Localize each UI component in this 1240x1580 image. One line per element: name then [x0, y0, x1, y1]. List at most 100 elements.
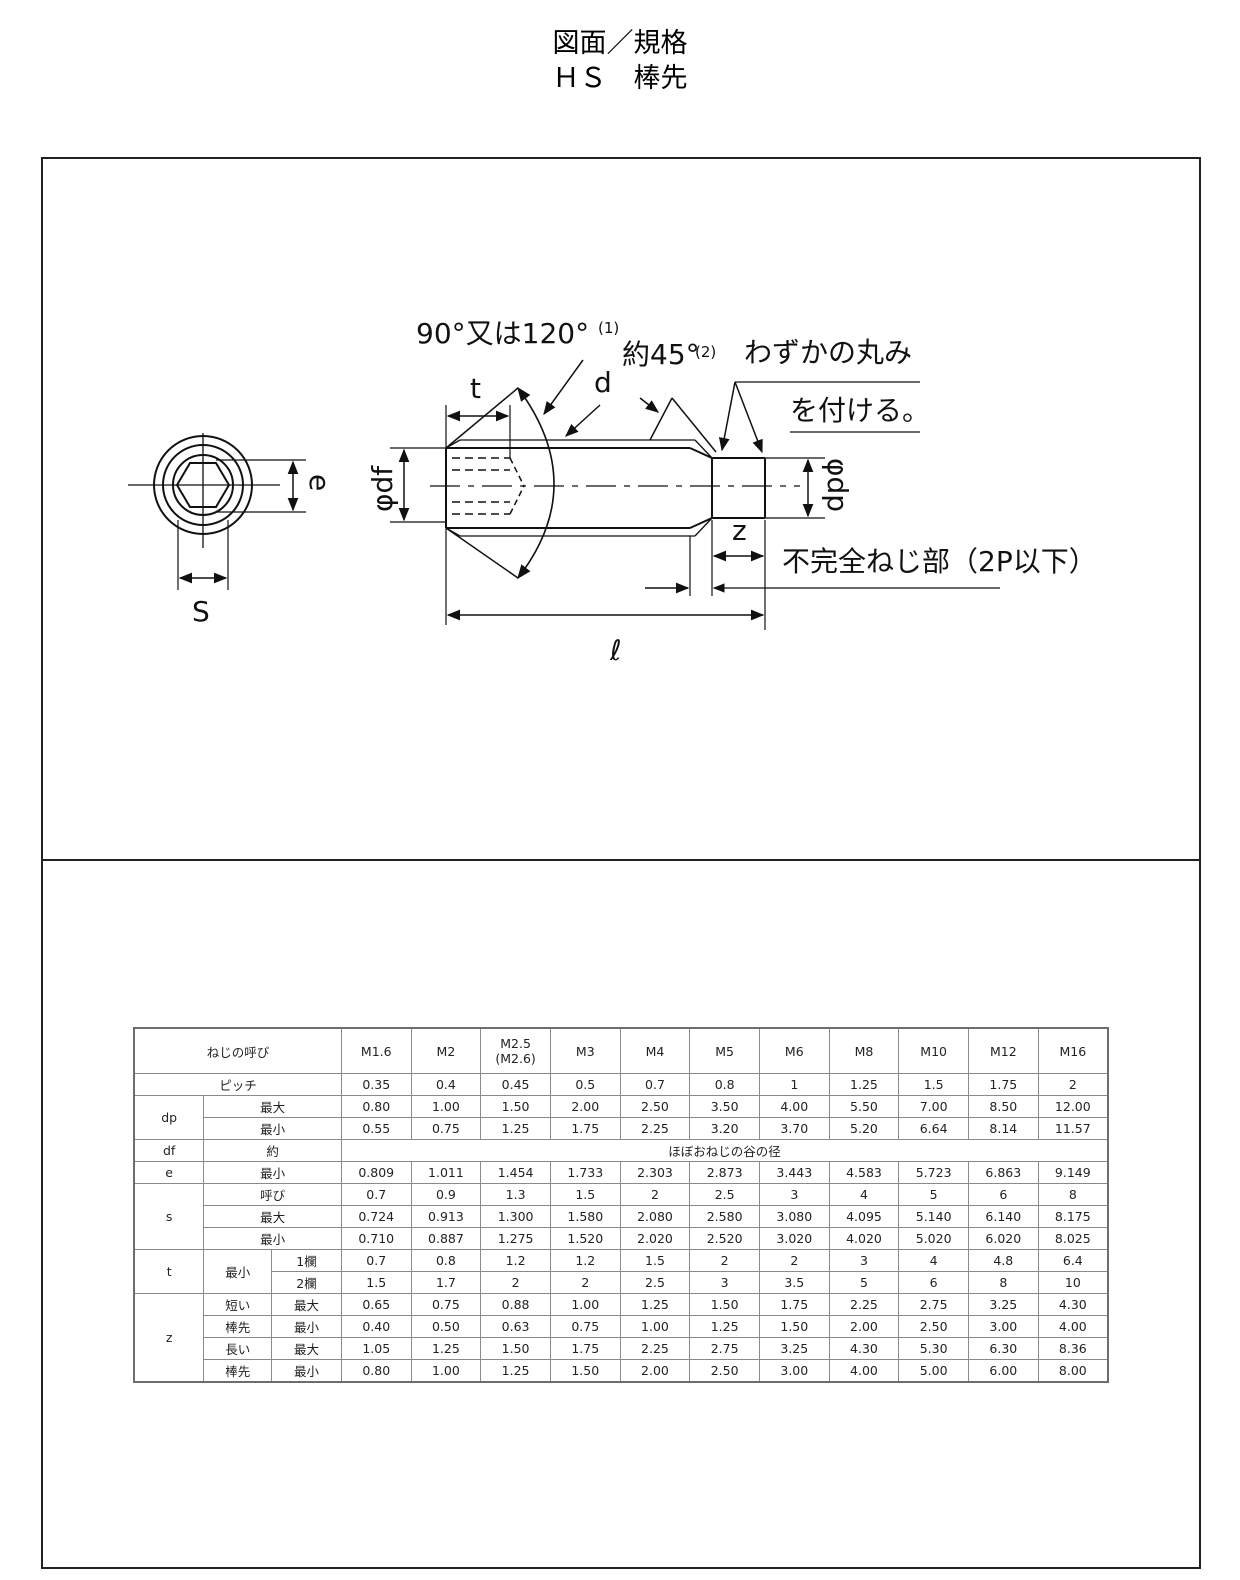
table-cell: 5: [828, 1271, 900, 1294]
table-cell: 1.25: [689, 1315, 760, 1338]
row-label: 最小: [271, 1359, 342, 1383]
head-label: ねじの呼び: [133, 1027, 342, 1074]
table-cell: 3.5: [758, 1271, 830, 1294]
table-cell: 5.020: [898, 1227, 969, 1250]
row-label: 長い: [203, 1337, 273, 1360]
table-cell: 1.2: [549, 1249, 621, 1272]
table-cell: 1.733: [549, 1161, 621, 1184]
table-cell: 2.75: [898, 1293, 969, 1316]
table-cell: 2.5: [619, 1271, 691, 1294]
table-cell: 12.00: [1037, 1095, 1109, 1118]
table-cell: 1.75: [549, 1117, 621, 1140]
table-cell: M4: [619, 1027, 691, 1074]
table-cell: 0.45: [480, 1073, 551, 1096]
table-cell: 1.7: [410, 1271, 482, 1294]
table-cell: 3.00: [758, 1359, 830, 1383]
table-cell: 0.8: [689, 1073, 760, 1096]
title-line-1: 図面／規格: [552, 28, 688, 59]
table-cell: 1.75: [967, 1073, 1039, 1096]
table-cell: 4.00: [1037, 1315, 1109, 1338]
table-cell: 8.50: [967, 1095, 1039, 1118]
table-cell: M16: [1037, 1027, 1109, 1074]
spec-table: ねじの呼び M1.6 M2 M2.5(M2.6) M3 M4 M5 M6 M8 …: [133, 1027, 1109, 1383]
table-cell: 0.75: [549, 1315, 621, 1338]
table-cell: 3.080: [758, 1205, 830, 1228]
table-cell: 1.5: [549, 1183, 621, 1206]
table-cell: 1: [758, 1073, 830, 1096]
table-cell: 2.25: [828, 1293, 900, 1316]
table-row: df 約 ほぼおねじの谷の径: [133, 1139, 1109, 1162]
table-cell: 0.55: [340, 1117, 412, 1140]
table-cell: 1.75: [758, 1293, 830, 1316]
dp-label: φdp: [821, 458, 854, 512]
table-cell: 0.75: [410, 1293, 482, 1316]
table-cell: M2: [410, 1027, 482, 1074]
technical-drawing: 90°又は120° (1) 約45° (2) わずかの丸み を付ける。 t d …: [128, 317, 1097, 667]
table-cell: 1.3: [480, 1183, 551, 1206]
row-label: 最大: [271, 1293, 342, 1316]
table-cell: 6.863: [967, 1161, 1039, 1184]
table-cell: 1.05: [340, 1337, 412, 1360]
table-cell: 0.5: [549, 1073, 621, 1096]
table-cell: 6.4: [1037, 1249, 1109, 1272]
label-45: 約45°: [622, 338, 700, 371]
table-cell: 1.275: [480, 1227, 551, 1250]
table-cell: 0.40: [340, 1315, 412, 1338]
table-cell: 4.30: [828, 1337, 900, 1360]
row-label: 最大: [203, 1205, 342, 1228]
table-cell: 4.095: [828, 1205, 900, 1228]
round-label: わずかの丸み: [744, 336, 912, 369]
table-cell: 2.50: [689, 1359, 760, 1383]
table-cell: 2.00: [828, 1315, 900, 1338]
row-label: 最小: [203, 1227, 342, 1250]
row-group-label: t: [133, 1249, 205, 1294]
table-cell: 1.50: [480, 1337, 551, 1360]
table-cell: 4.30: [1037, 1293, 1109, 1316]
row-group-label: e: [133, 1161, 205, 1184]
end-view: [128, 433, 306, 590]
table-cell: 2: [619, 1183, 691, 1206]
note-2: (2): [695, 343, 716, 361]
table-cell: M2.5(M2.6): [480, 1027, 551, 1074]
table-cell: 0.63: [480, 1315, 551, 1338]
table-cell: 3: [758, 1183, 830, 1206]
table-cell: 3.70: [758, 1117, 830, 1140]
table-cell: 6.020: [967, 1227, 1039, 1250]
page-title: 図面／規格 ＨＳ 棒先: [0, 26, 1240, 96]
row-label: 棒先: [203, 1315, 273, 1338]
table-cell: M3: [549, 1027, 621, 1074]
table-row: ねじの呼び M1.6 M2 M2.5(M2.6) M3 M4 M5 M6 M8 …: [133, 1027, 1109, 1074]
table-cell: 2.873: [689, 1161, 760, 1184]
row-label: 最小: [203, 1161, 342, 1184]
table-cell: 2.080: [619, 1205, 691, 1228]
table-cell: 5.140: [898, 1205, 969, 1228]
table-cell: 1.454: [480, 1161, 551, 1184]
row-label: 最大: [203, 1095, 342, 1118]
row-group-label: dp: [133, 1095, 205, 1140]
row-group-label: s: [133, 1183, 205, 1250]
table-cell: 2.00: [619, 1359, 691, 1383]
table-cell: 8: [1037, 1183, 1109, 1206]
table-cell: 0.7: [619, 1073, 691, 1096]
table-cell: 2: [1037, 1073, 1109, 1096]
side-view: [390, 359, 1000, 630]
table-cell: 3.443: [758, 1161, 830, 1184]
d-label: d: [594, 366, 612, 399]
table-cell: 10: [1037, 1271, 1109, 1294]
table-cell: 6.00: [967, 1359, 1039, 1383]
table-cell: 4: [828, 1183, 900, 1206]
table-cell: 1.5: [340, 1271, 412, 1294]
table-cell: 1.25: [619, 1293, 691, 1316]
df-label: φdf: [366, 465, 399, 512]
table-cell: 0.75: [410, 1117, 482, 1140]
table-cell: 5.20: [828, 1117, 900, 1140]
row-group-label: df: [133, 1139, 205, 1162]
table-cell: 2: [480, 1271, 551, 1294]
